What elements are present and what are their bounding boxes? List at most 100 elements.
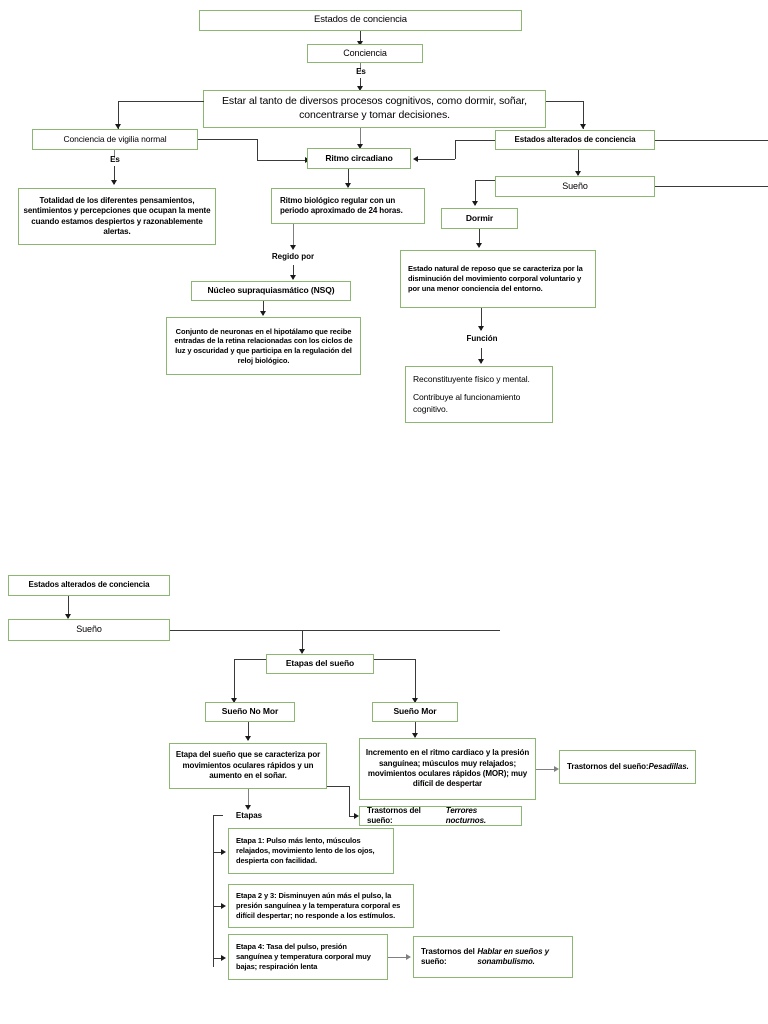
connector2-etapas-to-mor-h [374, 659, 415, 660]
trastornos-terrores-value: Terrores nocturnos. [445, 805, 487, 825]
connector-ritmo-to-ritmobiologico [348, 169, 349, 187]
arrowhead2-sueno-to-etapas [299, 649, 305, 654]
connector2-etapas-to-nomor-v [234, 659, 235, 702]
connector-definicion-to-ritmo [360, 128, 361, 148]
connector-vigilia-to-ritmo-v [257, 139, 258, 160]
connector2-sueno-to-etapas-h [170, 630, 500, 631]
connector-vigilia-to-totalidad-lower [114, 166, 115, 184]
node-definicion-conciencia: Estar al tanto de diversos procesos cogn… [203, 90, 546, 128]
arrowhead-ritmobiologico-to-regido [290, 245, 296, 250]
node-nucleo-supraquiasmatico: Núcleo supraquiasmático (NSQ) [191, 281, 351, 301]
arrowhead2-etapa4-to-hablar [406, 954, 411, 960]
node-totalidad-pensamientos: Totalidad de los diferentes pensamientos… [18, 188, 216, 245]
trastornos-pesadillas-value: Pesadillas. [648, 761, 689, 771]
connector-conciencia-to-definicion-lower [360, 78, 361, 88]
arrowhead-ritmo-to-ritmobiologico [345, 183, 351, 188]
node2-etapa-1: Etapa 1: Pulso más lento, músculos relaj… [228, 828, 394, 874]
edge-label-regido-por: Regido por [271, 252, 315, 261]
connector-alterados-to-ritmo-v [455, 140, 456, 159]
connector2-nomor-to-def [248, 722, 249, 740]
trastornos-terrores-prefix: Trastornos del sueño: [367, 805, 421, 825]
connector2-bus-to-etapa23 [213, 906, 223, 907]
connector-vigilia-to-ritmo-h1 [198, 139, 257, 140]
funcion-line-1: Reconstituyente físico y mental. [413, 374, 530, 385]
connector2-bus-to-etapa1 [213, 852, 223, 853]
node2-etapa-2-3: Etapa 2 y 3: Disminuyen aún más el pulso… [228, 884, 414, 928]
arrowhead-regido-to-nsq [290, 275, 296, 280]
trastornos-pesadillas-prefix: Trastornos del sueño: [567, 761, 649, 771]
connector2-nomordef-to-etapas [248, 789, 249, 807]
node-ritmo-circadiano: Ritmo circadiano [307, 148, 411, 169]
node2-estados-alterados-conciencia: Estados alterados de conciencia [8, 575, 170, 596]
arrowhead-dormir-to-definicion [476, 243, 482, 248]
funcion-line-2: Contribuye al funcionamiento cognitivo. [413, 392, 521, 414]
connector-alterados-to-ritmo-h2 [418, 159, 455, 160]
connector-dormir-def-to-funcion [481, 308, 482, 330]
node2-sueno-no-mor: Sueño No Mor [205, 702, 295, 722]
node-conciencia: Conciencia [307, 44, 423, 63]
node-dormir: Dormir [441, 208, 518, 229]
arrowhead-root-to-conciencia [357, 41, 363, 46]
arrowhead2-mordef-to-pesadillas [554, 766, 559, 772]
connector-sueno-to-dormir-h [475, 180, 495, 181]
arrowhead-conciencia-to-definicion [357, 86, 363, 91]
connector-root-to-conciencia [360, 31, 361, 43]
connector2-alterados-to-sueno [68, 596, 69, 618]
connector-dormir-to-definicion [479, 229, 480, 247]
connector-funcion-to-reconstituyente [481, 348, 482, 363]
node2-no-mor-definicion: Etapa del sueño que se caracteriza por m… [169, 743, 327, 789]
connector2-etapas-bus [213, 815, 214, 967]
node2-sueno-mor: Sueño Mor [372, 702, 458, 722]
arrowhead2-mor-to-def [412, 733, 418, 738]
arrowhead-bus-left [115, 124, 121, 129]
connector2-nomordef-to-terrores-h2 [349, 816, 356, 817]
connector-sueno-right-edge [655, 186, 768, 187]
arrowhead2-bus-to-etapa23 [221, 903, 226, 909]
connector2-nomordef-to-terrores-v [349, 786, 350, 816]
arrowhead-vigilia-to-totalidad [111, 180, 117, 185]
arrowhead-alterados-to-ritmo [413, 156, 418, 162]
connector-alterados-to-ritmo-h1 [455, 140, 495, 141]
edge-label-es-vigilia: Es [110, 155, 120, 164]
node2-etapa-4: Etapa 4: Tasa del pulso, presión sanguín… [228, 934, 388, 980]
connector-regido-to-nsq [293, 265, 294, 279]
arrowhead2-etapas-to-nomor [231, 698, 237, 703]
edge-label-es-conciencia: Es [356, 67, 366, 76]
arrowhead-dormir-def-to-funcion [478, 326, 484, 331]
node-funcion-reconstituyente: Reconstituyente físico y mental. Contrib… [405, 366, 553, 423]
node2-mor-definicion: Incremento en el ritmo cardiaco y la pre… [359, 738, 536, 800]
node2-trastornos-terrores-nocturnos: Trastornos del sueño: Terrores nocturnos… [359, 806, 522, 826]
arrowhead2-nomordef-to-etapas [245, 805, 251, 810]
connector-vigilia-to-ritmo-h2 [257, 160, 307, 161]
node-sueno: Sueño [495, 176, 655, 197]
edge-label-funcion: Función [466, 334, 498, 343]
node2-etapas-del-sueno: Etapas del sueño [266, 654, 374, 674]
connector-nsq-to-definition [263, 301, 264, 315]
arrowhead2-alterados-to-sueno [65, 614, 71, 619]
connector-sueno-to-dormir-v [475, 180, 476, 205]
connector-bus-left-down [118, 101, 119, 129]
connector-alterados-right-edge [655, 140, 768, 141]
node-conciencia-vigilia-normal: Conciencia de vigilia normal [32, 129, 198, 150]
connector2-bus-to-etapa4 [213, 958, 223, 959]
connector-alterados-to-sueno [578, 150, 579, 175]
connector2-mor-to-def [415, 722, 416, 737]
connector-bus-right [546, 101, 583, 102]
edge-label-etapas: Etapas [235, 811, 263, 820]
connector2-etapa4-to-hablar [388, 957, 408, 958]
arrowhead-sueno-to-dormir [472, 201, 478, 206]
connector2-nomordef-to-terrores-h1 [327, 786, 349, 787]
node-estados-de-conciencia: Estados de conciencia [199, 10, 522, 31]
node2-trastornos-hablar-sonambulismo: Trastornos del sueño: Hablar en sueños y… [413, 936, 573, 978]
arrowhead2-nomordef-to-terrores [354, 813, 359, 819]
arrowhead2-bus-to-etapa1 [221, 849, 226, 855]
connector-ritmobiologico-to-regido [293, 224, 294, 249]
connector-vigilia-to-totalidad-upper [114, 150, 115, 158]
arrowhead-funcion-to-reconstituyente [478, 359, 484, 364]
arrowhead2-etapas-to-mor [412, 698, 418, 703]
arrowhead-definicion-to-ritmo [357, 144, 363, 149]
connector2-etapas-to-nomor-h [234, 659, 266, 660]
connector2-etapas-bus-top [213, 815, 223, 816]
connector-conciencia-to-definicion [360, 63, 361, 71]
